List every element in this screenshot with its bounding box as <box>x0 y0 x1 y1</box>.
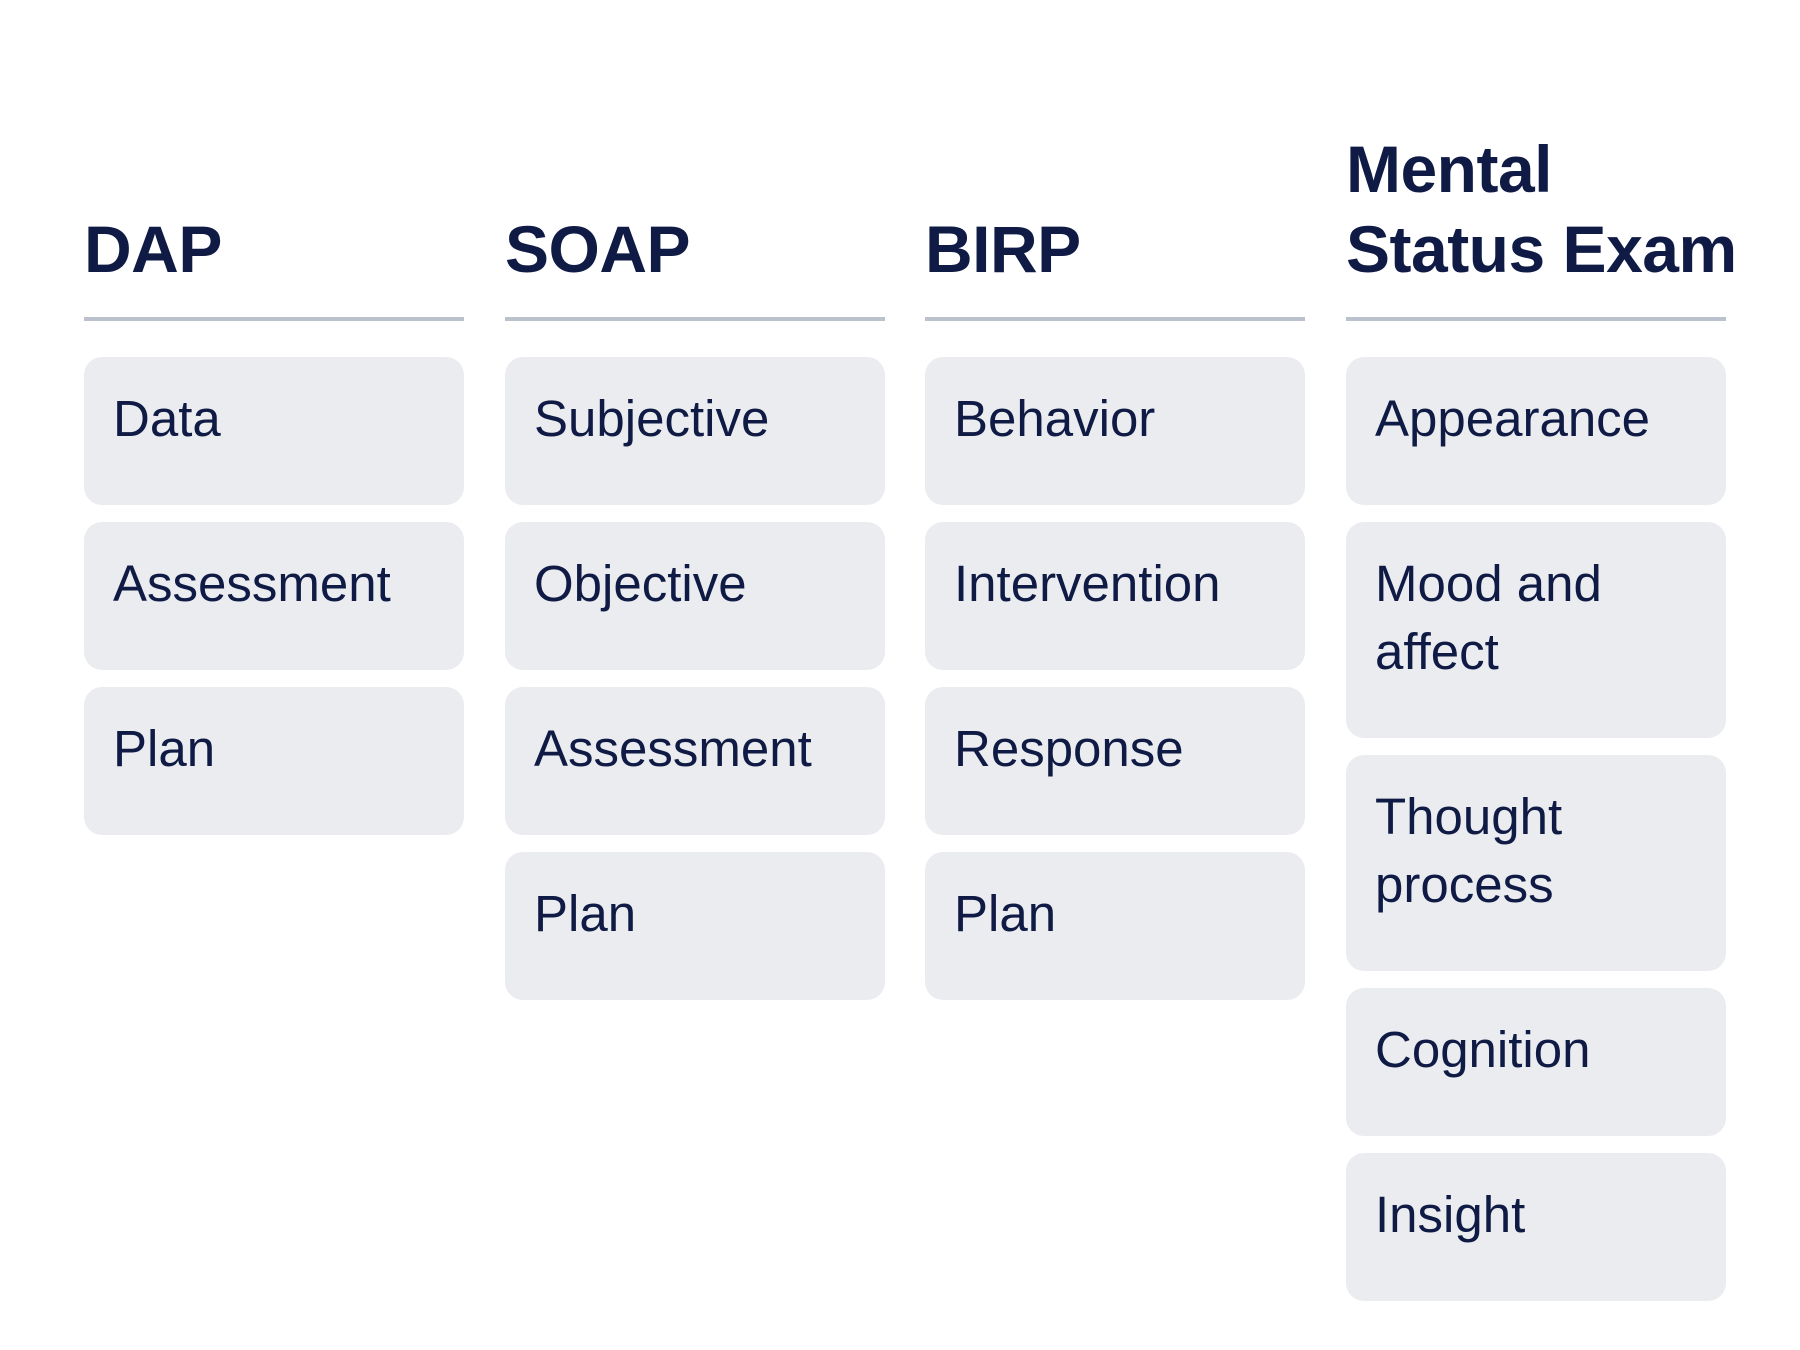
card-cognition: Cognition <box>1346 988 1726 1136</box>
card-list: Data Assessment Plan <box>84 357 464 852</box>
column-header-dap: DAP <box>84 0 464 321</box>
column-header-birp: BIRP <box>925 0 1305 321</box>
card-plan: Plan <box>505 852 885 1000</box>
card-list: Behavior Intervention Response Plan <box>925 357 1305 1017</box>
card-assessment: Assessment <box>505 687 885 835</box>
column-title-line-2: Status Exam <box>1346 212 1737 286</box>
column-title: BIRP <box>925 212 1081 286</box>
card-thought-process: Thought process <box>1346 755 1726 971</box>
card-intervention: Intervention <box>925 522 1305 670</box>
card-objective: Objective <box>505 522 885 670</box>
card-plan: Plan <box>925 852 1305 1000</box>
column-title-line-1: Mental <box>1346 132 1553 206</box>
card-response: Response <box>925 687 1305 835</box>
column-title: SOAP <box>505 212 691 286</box>
card-assessment: Assessment <box>84 522 464 670</box>
card-behavior: Behavior <box>925 357 1305 505</box>
card-mood-and-affect: Mood and affect <box>1346 522 1726 738</box>
card-list: Subjective Objective Assessment Plan <box>505 357 885 1017</box>
card-insight: Insight <box>1346 1153 1726 1301</box>
card-plan: Plan <box>84 687 464 835</box>
card-data: Data <box>84 357 464 505</box>
column-header-soap: SOAP <box>505 0 885 321</box>
card-appearance: Appearance <box>1346 357 1726 505</box>
card-list: Appearance Mood and affect Thought proce… <box>1346 357 1726 1318</box>
column-title: DAP <box>84 212 222 286</box>
card-subjective: Subjective <box>505 357 885 505</box>
